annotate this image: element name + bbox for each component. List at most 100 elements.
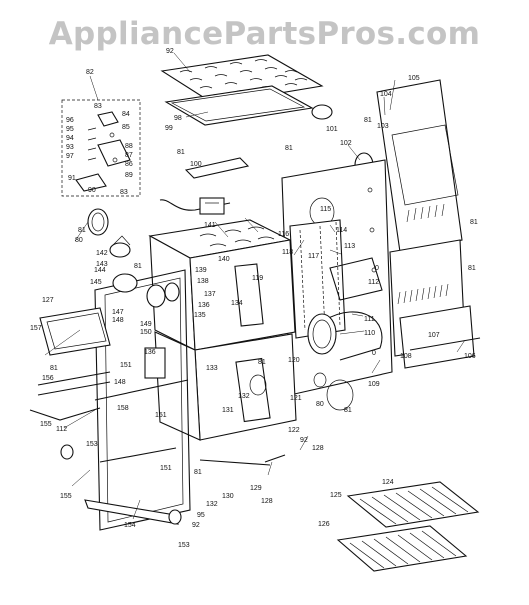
callout-130: 130 — [222, 493, 234, 500]
callout-104: 104 — [380, 91, 392, 98]
callout-86: 86 — [125, 161, 133, 168]
callout-137: 137 — [204, 291, 216, 298]
callout-92c: 92 — [192, 522, 200, 529]
callout-90: 90 — [88, 187, 96, 194]
callout-136: 136 — [198, 302, 210, 309]
callout-102: 102 — [340, 140, 352, 147]
callout-94: 94 — [66, 135, 74, 142]
callout-83: 83 — [94, 103, 102, 110]
callout-84: 84 — [122, 111, 130, 118]
broiler-drawer-slides — [29, 307, 177, 463]
lower-oven-cavity — [154, 331, 297, 441]
callout-labels: 92 82 105 104 98 99 83 84 85 96 95 94 93… — [30, 48, 478, 549]
callout-139: 139 — [195, 267, 207, 274]
burner-igniter — [87, 157, 250, 236]
side-duct — [307, 257, 383, 361]
callout-0b: 0 — [372, 350, 376, 357]
callout-81a: 81 — [177, 149, 185, 156]
callout-106: 106 — [464, 353, 476, 360]
callout-151: 151 — [120, 362, 132, 369]
callout-89: 89 — [125, 172, 133, 179]
callout-81b: 81 — [364, 117, 372, 124]
callout-138: 138 — [197, 278, 209, 285]
callout-105: 105 — [408, 75, 420, 82]
callout-157: 157 — [30, 325, 42, 332]
callout-148: 148 — [112, 317, 124, 324]
callout-131: 131 — [222, 407, 234, 414]
callout-112: 112 — [368, 279, 379, 286]
callout-118: 118 — [282, 249, 293, 256]
callout-81e: 81 — [78, 227, 86, 234]
callout-150: 150 — [140, 329, 152, 336]
callout-145: 145 — [90, 279, 102, 286]
callout-92: 92 — [166, 48, 174, 55]
callout-96: 96 — [66, 117, 74, 124]
leader-lines — [44, 52, 466, 520]
callout-81f: 81 — [134, 263, 142, 270]
callout-136b: 136 — [144, 349, 156, 356]
callout-142: 142 — [96, 250, 108, 257]
callout-143: 143 — [96, 261, 108, 268]
callout-151b: 151 — [155, 412, 167, 419]
callout-95: 95 — [66, 126, 74, 133]
callout-108: 108 — [400, 353, 412, 360]
callout-87: 87 — [125, 152, 133, 159]
callout-85: 85 — [122, 124, 130, 131]
callout-128: 128 — [261, 498, 273, 505]
top-panel — [160, 54, 324, 126]
callout-110: 110 — [364, 330, 375, 337]
callout-125: 125 — [330, 492, 342, 499]
callout-81h: 81 — [258, 359, 266, 366]
callout-129: 129 — [250, 485, 262, 492]
callout-112b: 112 — [56, 426, 67, 433]
callout-81d: 81 — [470, 219, 478, 226]
callout-117: 117 — [308, 253, 319, 260]
callout-119: 119 — [252, 275, 263, 282]
callout-80: 80 — [75, 237, 83, 244]
callout-109: 109 — [368, 381, 380, 388]
bracket-assembly — [61, 99, 141, 197]
callout-121: 121 — [290, 395, 302, 402]
callout-95b: 95 — [197, 512, 205, 519]
callout-88: 88 — [125, 143, 133, 150]
callout-80b: 80 — [316, 401, 324, 408]
callout-153: 153 — [86, 441, 98, 448]
callout-115: 115 — [320, 206, 331, 213]
callout-0: 0 — [375, 265, 379, 272]
callout-81k: 81 — [468, 265, 476, 272]
callout-158: 158 — [117, 405, 129, 412]
callout-120: 120 — [288, 357, 300, 364]
callout-81i: 81 — [344, 407, 352, 414]
callout-101: 101 — [326, 126, 338, 133]
callout-155b: 155 — [60, 493, 72, 500]
callout-140: 140 — [218, 256, 230, 263]
callout-151c: 151 — [160, 465, 172, 472]
callout-99: 99 — [165, 125, 173, 132]
callout-93: 93 — [66, 144, 74, 151]
callout-122: 122 — [288, 427, 300, 434]
callout-141: 141 — [204, 222, 216, 229]
oven-racks — [336, 481, 480, 572]
callout-147: 147 — [112, 309, 124, 316]
site-watermark: AppliancePartsPros.com — [48, 16, 481, 52]
callout-132: 132 — [238, 393, 250, 400]
callout-153b: 153 — [178, 542, 190, 549]
callout-148b: 148 — [114, 379, 126, 386]
callout-155: 155 — [40, 421, 52, 428]
callout-91: 91 — [68, 175, 76, 182]
callout-83b: 83 — [120, 189, 128, 196]
callout-81c: 81 — [285, 145, 293, 152]
callout-100: 100 — [190, 161, 202, 168]
callout-124: 124 — [382, 479, 394, 486]
callout-154: 154 — [124, 522, 136, 529]
callout-127: 127 — [42, 297, 54, 304]
callout-81j: 81 — [194, 469, 202, 476]
callout-128a: 128 — [312, 445, 324, 452]
callout-114: 114 — [336, 227, 347, 234]
callout-132b: 132 — [206, 501, 218, 508]
insulation-blanket — [289, 219, 346, 339]
callout-126: 126 — [318, 521, 330, 528]
callout-134: 134 — [231, 300, 243, 307]
